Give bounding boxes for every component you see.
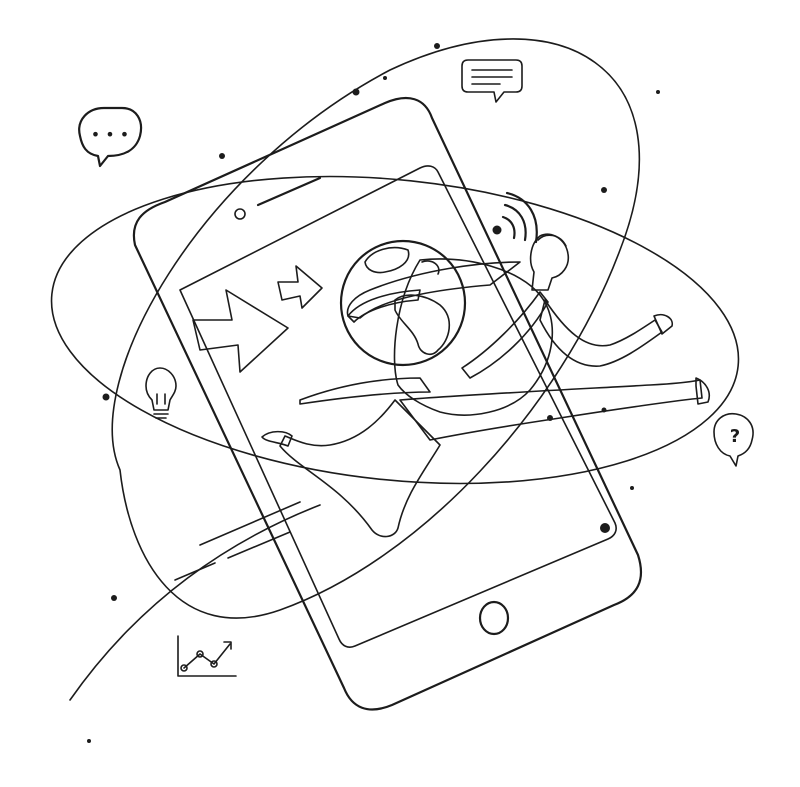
- home-button: [478, 600, 510, 636]
- motion-line-long: [69, 504, 321, 701]
- globe-icon: [339, 239, 467, 367]
- question-bubble-icon: ?: [713, 412, 754, 467]
- runner-tie: [461, 291, 549, 379]
- orbit-tilted: [111, 38, 640, 619]
- globe-sphere: [339, 239, 467, 367]
- question-mark: ?: [730, 426, 740, 447]
- runner: [261, 233, 711, 538]
- arrow-large: [192, 289, 289, 373]
- decorative-dots: [87, 43, 660, 743]
- arrow-small: [277, 265, 323, 309]
- runner-torso: [393, 258, 554, 416]
- smartphone: [132, 96, 643, 711]
- phone-frame: [132, 96, 643, 711]
- wifi-icon: [492, 191, 538, 244]
- globe-continent-1: [394, 294, 450, 356]
- message-lines-icon: [461, 59, 523, 103]
- chat-dots-text: • • •: [91, 125, 129, 144]
- chat-dots-icon: • • •: [78, 106, 143, 168]
- arrow-icon: [192, 265, 323, 373]
- motion-lines: [174, 501, 301, 581]
- phone-camera: [234, 208, 246, 220]
- runner-hand: [653, 313, 674, 335]
- runner-hand-on-globe: [347, 289, 421, 323]
- phone-speaker: [256, 176, 322, 207]
- lightbulb-icon: [145, 367, 177, 419]
- runner-back-leg: [279, 399, 441, 538]
- runner-arm-back: [346, 261, 521, 319]
- runner-front-shoe: [695, 377, 711, 405]
- runner-front-leg: [399, 379, 703, 441]
- globe-continent-3: [421, 260, 440, 275]
- runner-back-shoe: [261, 430, 293, 447]
- runner-coat-tail: [299, 377, 431, 405]
- globe-continent-2: [364, 246, 410, 274]
- growth-chart-icon: [177, 635, 237, 677]
- phone-screen: [179, 165, 617, 648]
- runner-arm: [539, 299, 663, 367]
- orbit-horizontal: [50, 175, 740, 485]
